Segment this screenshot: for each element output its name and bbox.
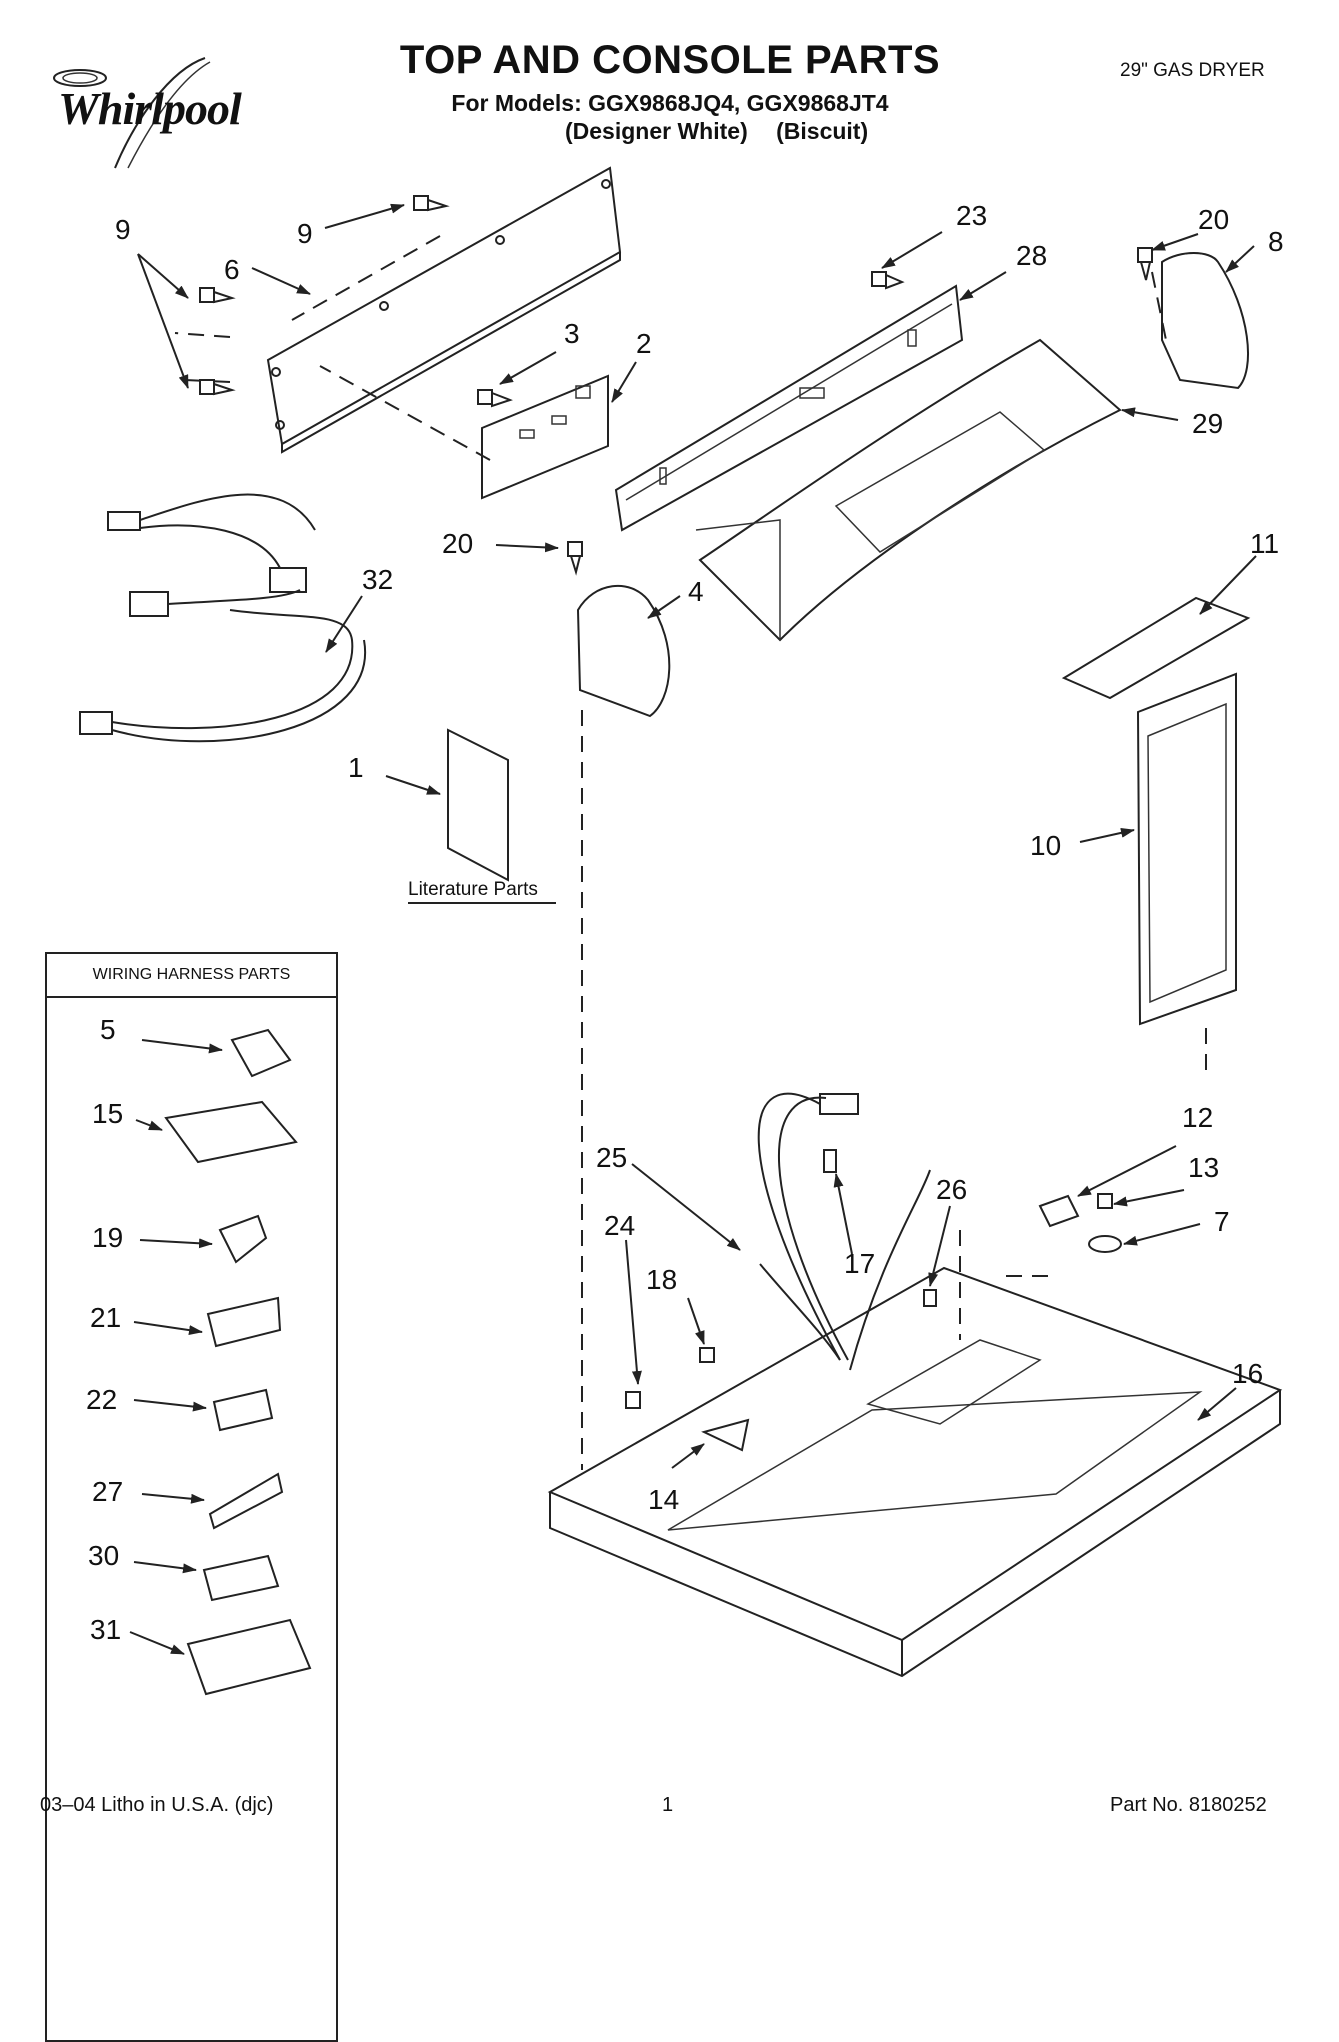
whirlpool-logo-icon bbox=[53, 57, 211, 169]
model-numbers: For Models: GGX9868JQ4, GGX9868JT4 bbox=[451, 90, 889, 116]
callout-8: 8 bbox=[1268, 226, 1284, 257]
footer-page-number: 1 bbox=[662, 1794, 674, 1816]
callout-26: 26 bbox=[936, 1174, 968, 1205]
callout-1: 1 bbox=[348, 752, 364, 783]
callout-4: 4 bbox=[688, 576, 704, 607]
diagram-artwork bbox=[53, 57, 1283, 1696]
callout-25: 25 bbox=[596, 1142, 628, 1173]
part-9-screws bbox=[199, 195, 450, 396]
part-16-dryer-top bbox=[547, 1266, 1283, 1678]
page-title: TOP AND CONSOLE PARTS bbox=[399, 38, 941, 82]
callout-32: 32 bbox=[362, 564, 394, 595]
part-23-screw bbox=[871, 271, 905, 290]
callout-16: 16 bbox=[1232, 1358, 1264, 1389]
brand-logo-text: Whirlpool bbox=[58, 83, 242, 134]
wiring-harness-parts-box bbox=[45, 952, 338, 2042]
part-6-rear-panel bbox=[174, 166, 622, 454]
callout-14: 14 bbox=[648, 1484, 680, 1515]
callout-29: 29 bbox=[1192, 408, 1224, 439]
callout-20: 20 bbox=[442, 528, 474, 559]
part-29-console bbox=[695, 338, 1122, 642]
callout-leaders bbox=[129, 203, 1257, 1655]
callout-3: 3 bbox=[564, 318, 580, 349]
callout-12: 12 bbox=[1182, 1102, 1214, 1133]
callout-28: 28 bbox=[1016, 240, 1048, 271]
part-10-lint-filter bbox=[1136, 672, 1237, 1080]
callout-6: 6 bbox=[224, 254, 240, 285]
footer-part-number: Part No. 8180252 bbox=[1110, 1794, 1267, 1816]
part-11-lint-screen-cover bbox=[1061, 596, 1251, 700]
footer-litho: 03–04 Litho in U.S.A. (djc) bbox=[40, 1794, 274, 1816]
callout-24: 24 bbox=[604, 1210, 636, 1241]
callout-2: 2 bbox=[636, 328, 652, 359]
part-2-control-board bbox=[319, 365, 609, 500]
callout-5: 5 bbox=[100, 1014, 116, 1045]
callout-31: 31 bbox=[90, 1614, 122, 1645]
part-32-wire-harness bbox=[79, 493, 367, 743]
callout-20: 20 bbox=[1198, 204, 1230, 235]
literature-parts-label: Literature Parts bbox=[408, 879, 538, 900]
model-colors: (Designer White) (Biscuit) bbox=[565, 118, 890, 145]
callout-9: 9 bbox=[115, 214, 131, 245]
callout-13: 13 bbox=[1188, 1152, 1220, 1183]
color-label-2: (Biscuit) bbox=[776, 118, 869, 144]
callout-11: 11 bbox=[1250, 528, 1280, 559]
callout-15: 15 bbox=[92, 1098, 124, 1129]
callout-18: 18 bbox=[646, 1264, 678, 1295]
callout-23: 23 bbox=[956, 200, 988, 231]
callout-19: 19 bbox=[92, 1222, 124, 1253]
callout-21: 21 bbox=[90, 1302, 122, 1333]
part-8-end-cap-right bbox=[1137, 247, 1249, 390]
product-type: 29" GAS DRYER bbox=[1120, 60, 1265, 81]
callout-30: 30 bbox=[88, 1540, 120, 1571]
wiring-harness-part-icons bbox=[164, 1028, 312, 1696]
parts-diagram-page: Whirlpool TOP AND CONSOLE PARTS For Mode… bbox=[40, 38, 1284, 2042]
part-3-screw bbox=[477, 389, 513, 408]
callout-27: 27 bbox=[92, 1476, 124, 1507]
callout-9: 9 bbox=[297, 218, 313, 249]
callout-22: 22 bbox=[86, 1384, 118, 1415]
callout-7: 7 bbox=[1214, 1206, 1230, 1237]
color-label-1: (Designer White) bbox=[565, 118, 748, 144]
part-4-end-cap-left bbox=[567, 541, 671, 1470]
part-25-wire-harness bbox=[757, 1092, 931, 1371]
callout-17: 17 bbox=[844, 1248, 876, 1279]
callout-10: 10 bbox=[1030, 830, 1062, 861]
wiring-harness-parts-title: WIRING HARNESS PARTS bbox=[45, 952, 338, 998]
part-28-console-bracket bbox=[614, 284, 964, 532]
small-hardware-parts bbox=[625, 1193, 1122, 1452]
part-1-literature bbox=[408, 728, 556, 904]
